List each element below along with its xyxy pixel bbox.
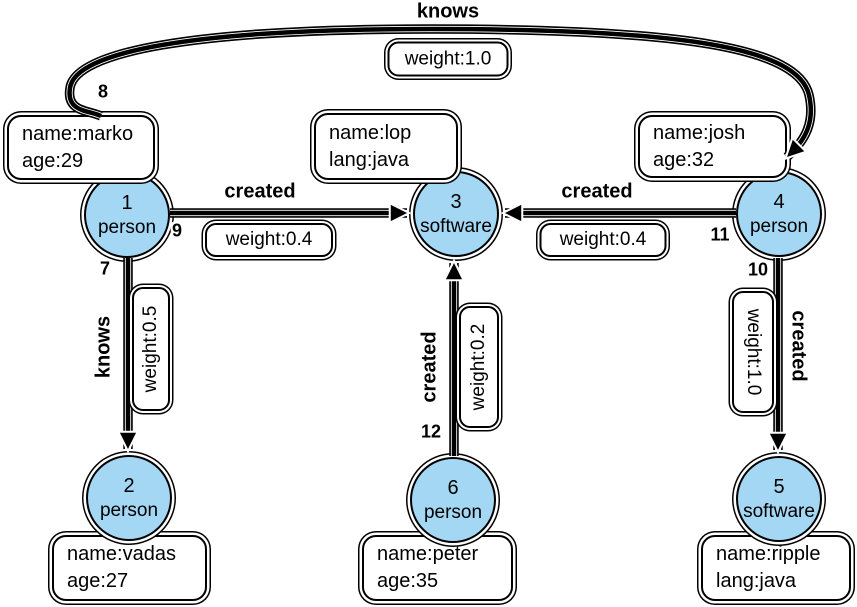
edge-10-label: created (787, 310, 810, 382)
edge-9-label: created (224, 180, 296, 203)
property-line: name:ripple (716, 543, 821, 565)
edge-8-label: knows (416, 0, 480, 23)
node-2: 2 person (86, 455, 172, 541)
property-line: age:32 (653, 148, 715, 171)
edge-7-weight-box: weight:0.5 (132, 287, 170, 411)
edge-11-id: 11 (710, 224, 730, 245)
property-line: name:marko (22, 122, 134, 145)
edge-10-id: 10 (747, 259, 769, 280)
node-5: 5 software (736, 456, 822, 542)
property-line: lang:java (329, 148, 410, 171)
edge-12-weight-box: weight:0.2 (459, 306, 499, 428)
edge-weight: weight:1.0 (743, 308, 764, 396)
node-1-id: 1 (121, 192, 133, 215)
edge-weight: weight:0.4 (225, 229, 313, 250)
node-4-id: 4 (773, 191, 785, 214)
property-line: age:29 (22, 149, 84, 172)
node-4-label: person (749, 215, 809, 237)
node-1: 1 person (84, 172, 170, 258)
node-1-label: person (97, 216, 157, 238)
node-6-label: person (423, 501, 483, 523)
edge-12-label: created (418, 331, 441, 403)
property-line: age:27 (67, 570, 129, 592)
node-6-id: 6 (447, 477, 459, 500)
node-2-label: person (99, 499, 159, 521)
property-line: lang:java (716, 570, 797, 592)
property-line: name:peter (377, 543, 479, 565)
edge-9-weight-box: weight:0.4 (205, 223, 333, 257)
property-box-peter: name:peter age:35 (362, 535, 513, 601)
edge-12-id: 12 (420, 421, 442, 442)
node-3: 3 software (413, 171, 499, 257)
edge-11-weight-box: weight:0.4 (539, 223, 667, 257)
edge-7-id: 7 (99, 258, 111, 279)
edge-8-weight-box: weight:1.0 (387, 41, 509, 77)
edge-8-id: 8 (97, 81, 109, 102)
edge-weight: weight:0.5 (140, 305, 161, 393)
property-box-vadas: name:vadas age:27 (52, 535, 207, 601)
edge-weight: weight:0.2 (468, 323, 489, 411)
property-box-marko: name:marko age:29 (7, 115, 155, 180)
edge-weight: weight:1.0 (404, 48, 492, 69)
edge-9-id: 9 (171, 220, 183, 241)
property-box-ripple: name:ripple lang:java (701, 535, 851, 601)
node-2-id: 2 (123, 475, 135, 498)
edge-11-label: created (561, 180, 633, 203)
property-line: name:lop (329, 121, 412, 144)
property-line: name:vadas (67, 543, 176, 565)
edge-7-label: knows (92, 315, 115, 379)
node-3-label: software (420, 215, 492, 237)
property-box-lop: name:lop lang:java (314, 113, 458, 180)
node-6: 6 person (410, 457, 496, 543)
node-5-id: 5 (773, 476, 785, 499)
node-5-label: software (743, 500, 815, 522)
property-box-josh: name:josh age:32 (638, 115, 787, 178)
node-3-id: 3 (450, 191, 462, 214)
property-line: name:josh (653, 121, 746, 144)
property-line: age:35 (377, 570, 439, 592)
edge-10-weight-box: weight:1.0 (732, 291, 774, 413)
edge-weight: weight:0.4 (559, 229, 647, 250)
node-4: 4 person (736, 171, 822, 257)
